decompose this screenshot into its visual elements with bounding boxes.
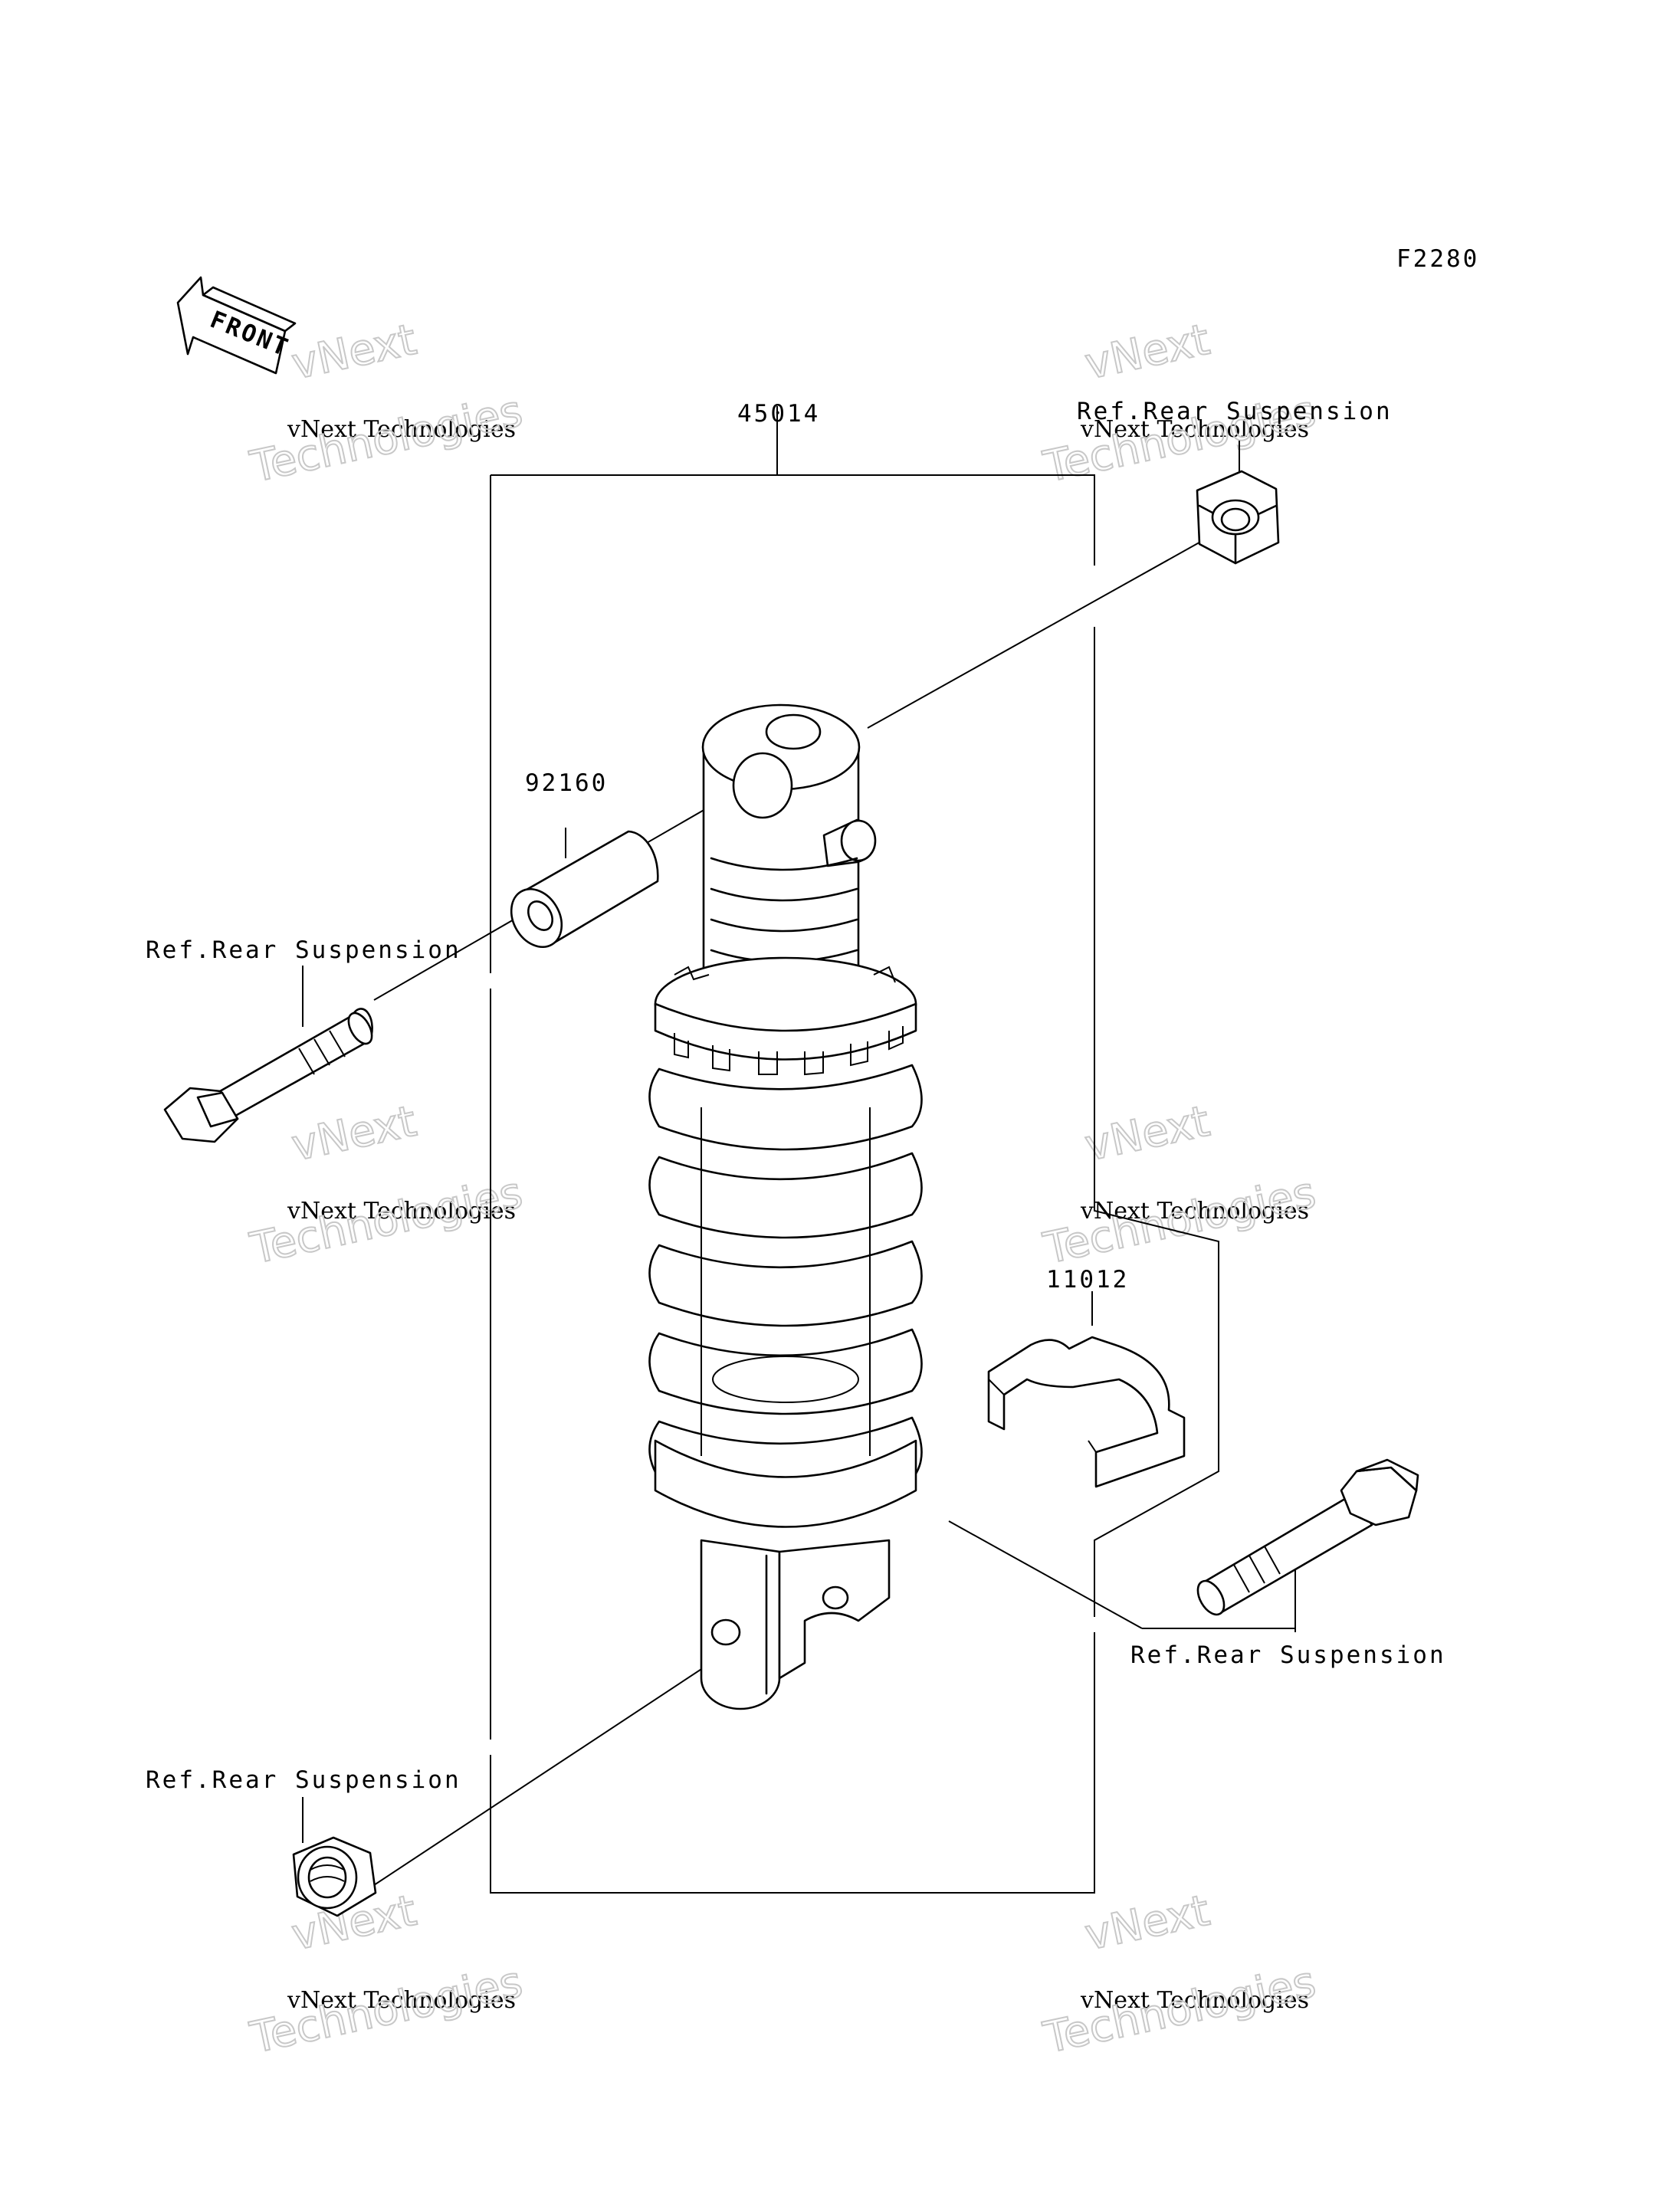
front-arrow-icon: FRONT [176,276,297,375]
watermark-line2: vNext Technologies [287,1987,516,2014]
watermark-mid-right: vNext vNext Technologies Technologies [1039,1096,1321,1275]
assembly-bracket [490,406,1219,1894]
watermark-line3: Technologies [246,1957,527,2064]
watermark-bottom-left: vNext vNext Technologies Technologies [245,1885,527,2064]
watermark-line2: vNext Technologies [287,1198,516,1225]
watermark-line3: Technologies [1039,1957,1320,2064]
watermark-line1: vNext [1081,1886,1214,1961]
watermark-line1: vNext [287,1097,421,1172]
bushing-92160 [510,830,659,949]
label-92160: 92160 [525,769,608,797]
watermark-line3: Technologies [246,386,527,493]
watermark-line2: vNext Technologies [1080,416,1309,443]
label-ref-upper-bolt: Ref.Rear Suspension [146,936,461,964]
lower-nut [292,1836,377,1917]
watermark-mid-left: vNext vNext Technologies Technologies [245,1096,527,1275]
watermark-line3: Technologies [246,1168,527,1274]
label-ref-lower-bolt: Ref.Rear Suspension [1130,1641,1446,1669]
figure-code: F2280 [1396,245,1479,273]
watermark-line2: vNext Technologies [1080,1198,1309,1225]
label-11012: 11012 [1046,1266,1129,1294]
watermark-line1: vNext [287,315,421,390]
shock-absorber-45014 [648,703,923,1710]
watermark-line1: vNext [1081,1097,1214,1172]
label-45014: 45014 [737,400,820,428]
top-nut [1196,470,1280,565]
upper-bolt [163,1008,373,1143]
watermark-bottom-right: vNext vNext Technologies Technologies [1039,1885,1321,2064]
watermark-line1: vNext [1081,315,1214,390]
label-ref-top-nut: Ref.Rear Suspension [1077,398,1393,425]
watermark-line3: Technologies [1039,1168,1320,1274]
clamp-11012 [987,1336,1186,1488]
watermark-line2: vNext Technologies [1080,1987,1309,2014]
label-ref-lower-nut: Ref.Rear Suspension [146,1766,461,1794]
lower-bolt [1196,1458,1419,1616]
watermark-line2: vNext Technologies [287,416,516,443]
